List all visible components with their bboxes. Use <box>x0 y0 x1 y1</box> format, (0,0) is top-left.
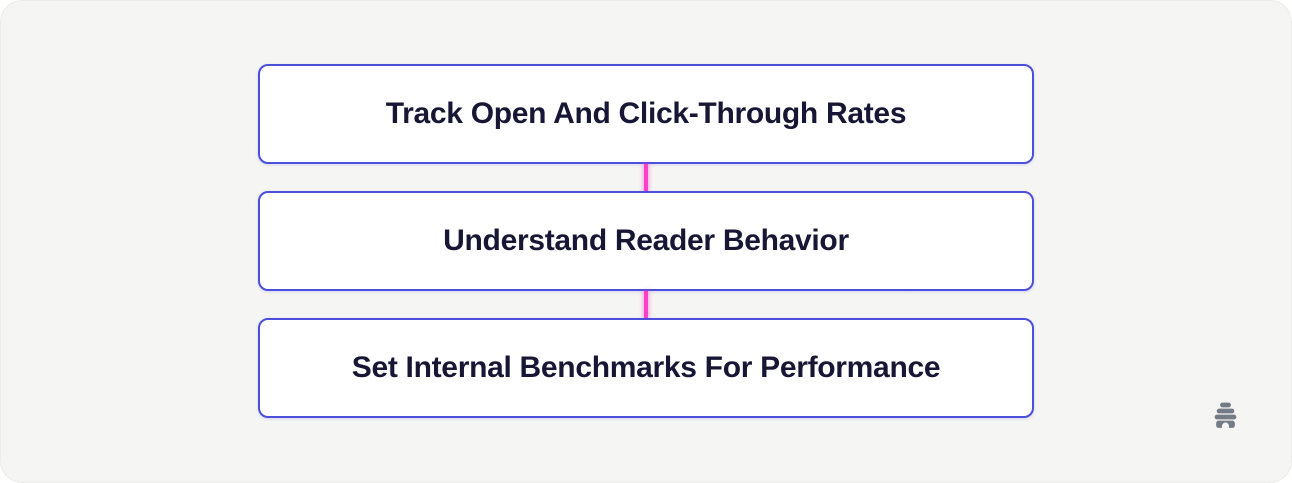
flow-step-1: Track Open And Click-Through Rates <box>258 64 1034 164</box>
flow-step-2-label: Understand Reader Behavior <box>443 224 849 257</box>
flow-step-3-label: Set Internal Benchmarks For Performance <box>351 351 941 384</box>
connector-line-2 <box>644 291 648 318</box>
connector-line-1 <box>644 164 648 191</box>
flow-step-2: Understand Reader Behavior <box>258 191 1034 291</box>
beehive-icon <box>1211 401 1240 430</box>
flow-step-1-label: Track Open And Click-Through Rates <box>385 97 907 130</box>
flow-step-3: Set Internal Benchmarks For Performance <box>258 318 1034 418</box>
flowchart: Track Open And Click-Through Rates Under… <box>258 64 1034 418</box>
